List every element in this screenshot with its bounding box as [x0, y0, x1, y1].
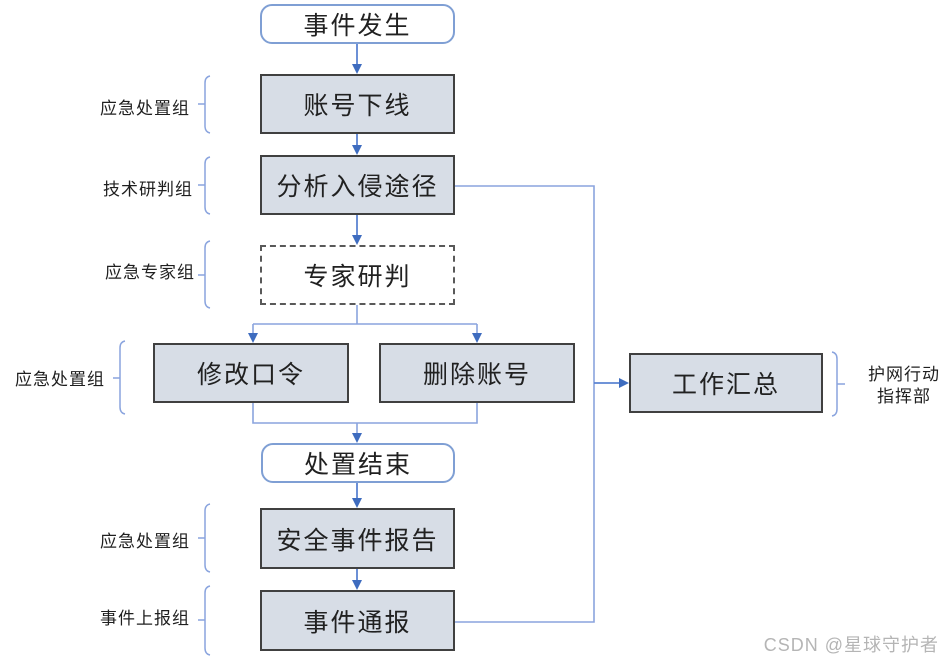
brace-icon	[198, 585, 211, 656]
node-change-password: 修改口令	[153, 343, 349, 403]
node-label: 工作汇总	[671, 371, 780, 399]
arrowhead-icon	[352, 498, 362, 508]
group-label-emergency-experts: 应急专家组	[105, 263, 195, 282]
arrowhead-icon	[619, 378, 629, 388]
node-incident-notification: 事件通报	[260, 590, 455, 651]
brace-icon	[198, 156, 211, 215]
arrowhead-icon	[352, 145, 362, 155]
node-label: 事件发生	[303, 12, 412, 40]
node-label: 修改口令	[196, 361, 305, 389]
arrowhead-icon	[352, 235, 362, 245]
node-work-summary: 工作汇总	[629, 353, 823, 413]
node-label: 删除账号	[422, 361, 531, 389]
brace-icon	[198, 75, 211, 134]
group-label-line: 指挥部	[877, 387, 931, 406]
brace-icon	[198, 240, 211, 309]
arrowhead-icon	[352, 433, 362, 443]
node-account-offline: 账号下线	[260, 74, 455, 134]
group-label-line: 护网行动	[868, 365, 940, 384]
csdn-watermark: CSDN @星球守护者	[763, 635, 939, 655]
group-label-technical-judgment: 技术研判组	[103, 180, 193, 199]
edge-join-to-end	[252, 403, 478, 435]
group-label-emergency-response-3: 应急处置组	[100, 532, 190, 551]
group-label-emergency-response-2: 应急处置组	[15, 370, 105, 389]
node-label: 账号下线	[303, 92, 412, 120]
group-label-incident-reporting: 事件上报组	[100, 609, 190, 628]
brace-icon	[831, 351, 845, 417]
node-event-occurred: 事件发生	[260, 4, 455, 44]
edge-expert-split	[252, 305, 478, 335]
node-label: 安全事件报告	[276, 526, 439, 555]
node-delete-account: 删除账号	[379, 343, 575, 403]
arrowhead-icon	[248, 333, 258, 343]
arrowhead-icon	[352, 64, 362, 74]
arrowhead-icon	[472, 333, 482, 343]
node-label: 处置结束	[303, 451, 412, 479]
brace-icon	[198, 503, 211, 573]
group-label-hw-command: 护网行动 指挥部	[856, 364, 951, 408]
node-label: 事件通报	[303, 608, 412, 637]
node-disposal-end: 处置结束	[261, 443, 455, 483]
node-expert-judgment: 专家研判	[260, 245, 455, 305]
node-label: 分析入侵途径	[276, 173, 439, 201]
node-analyze-intrusion-path: 分析入侵途径	[260, 155, 455, 215]
node-security-incident-report: 安全事件报告	[260, 508, 455, 569]
edge-collector-loop	[455, 185, 595, 623]
arrowhead-icon	[352, 580, 362, 590]
group-label-emergency-response-1: 应急处置组	[100, 99, 190, 118]
node-label: 专家研判	[303, 263, 412, 291]
brace-icon	[113, 340, 126, 415]
